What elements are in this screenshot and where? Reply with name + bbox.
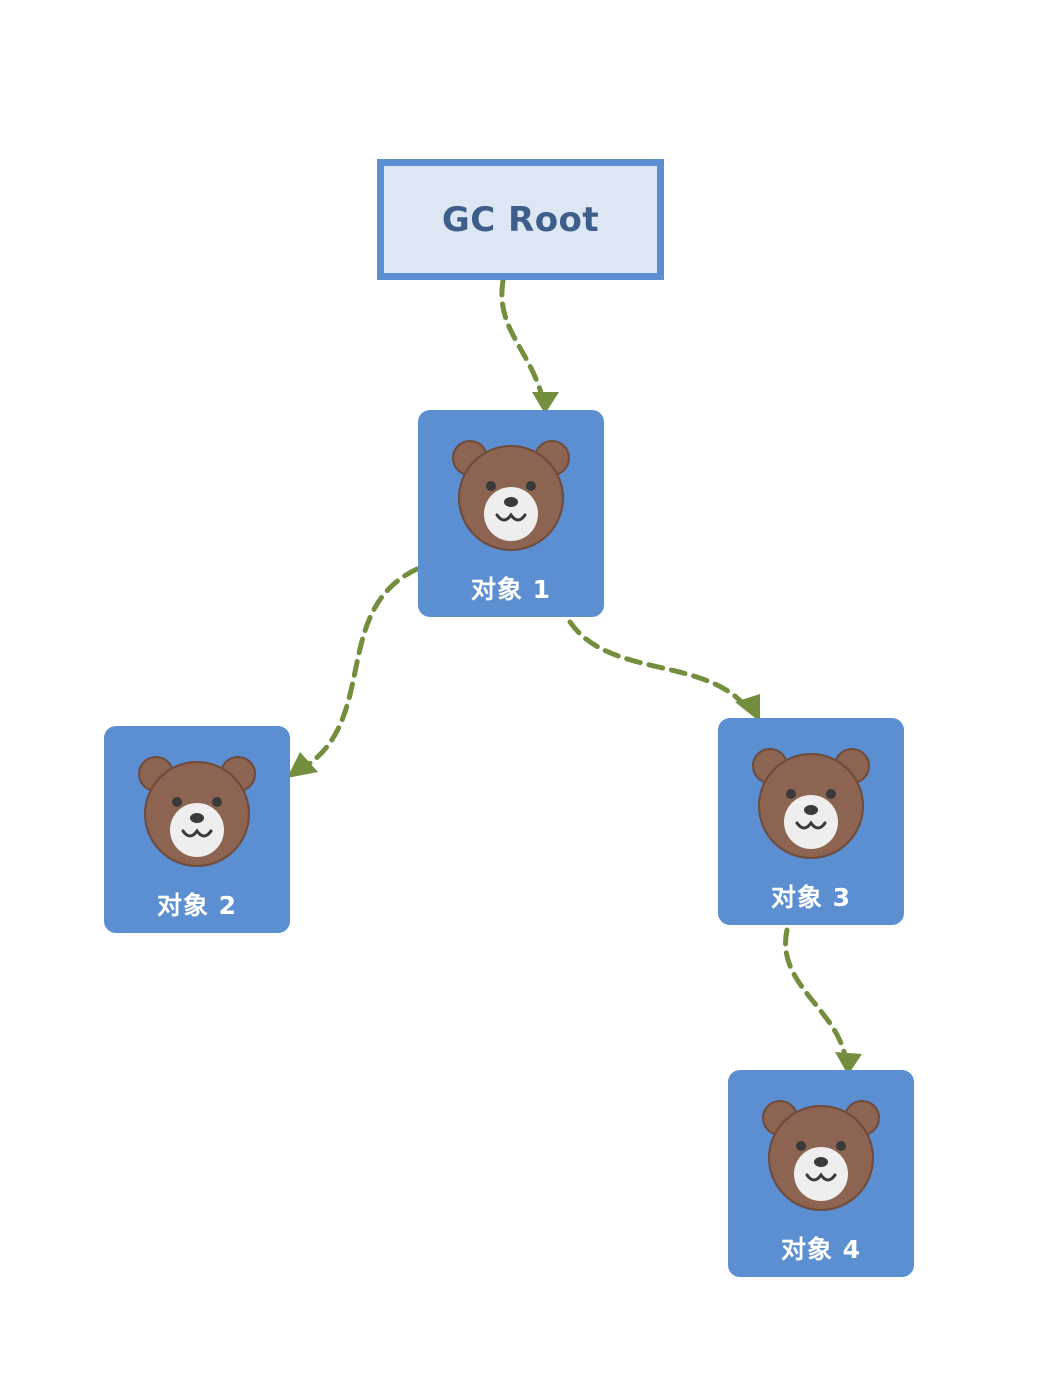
object-label-4: 对象 4 bbox=[780, 1235, 862, 1264]
bear-face-icon bbox=[762, 1100, 880, 1211]
object-label-1: 对象 1 bbox=[470, 575, 552, 604]
object-node-2[interactable]: 对象 2 bbox=[104, 726, 290, 933]
gc-root-node[interactable]: GC Root bbox=[377, 159, 664, 280]
object-node-4[interactable]: 对象 4 bbox=[728, 1070, 914, 1277]
arrowhead-object-2 bbox=[287, 752, 318, 778]
edge-object-1-to-object-3 bbox=[567, 619, 753, 715]
object-node-1[interactable]: 对象 1 bbox=[418, 410, 604, 617]
bear-face-icon bbox=[452, 440, 570, 551]
edge-root-to-object-1 bbox=[499, 278, 547, 407]
object-label-3: 对象 3 bbox=[770, 883, 852, 912]
edge-object-3-to-object-4 bbox=[783, 927, 849, 1065]
bear-face-icon bbox=[752, 748, 870, 859]
object-label-2: 对象 2 bbox=[156, 891, 238, 920]
gc-root-label: GC Root bbox=[441, 199, 600, 240]
bear-face-icon bbox=[138, 756, 256, 867]
edge-object-1-to-object-2 bbox=[300, 566, 420, 771]
object-node-3[interactable]: 对象 3 bbox=[718, 718, 904, 925]
